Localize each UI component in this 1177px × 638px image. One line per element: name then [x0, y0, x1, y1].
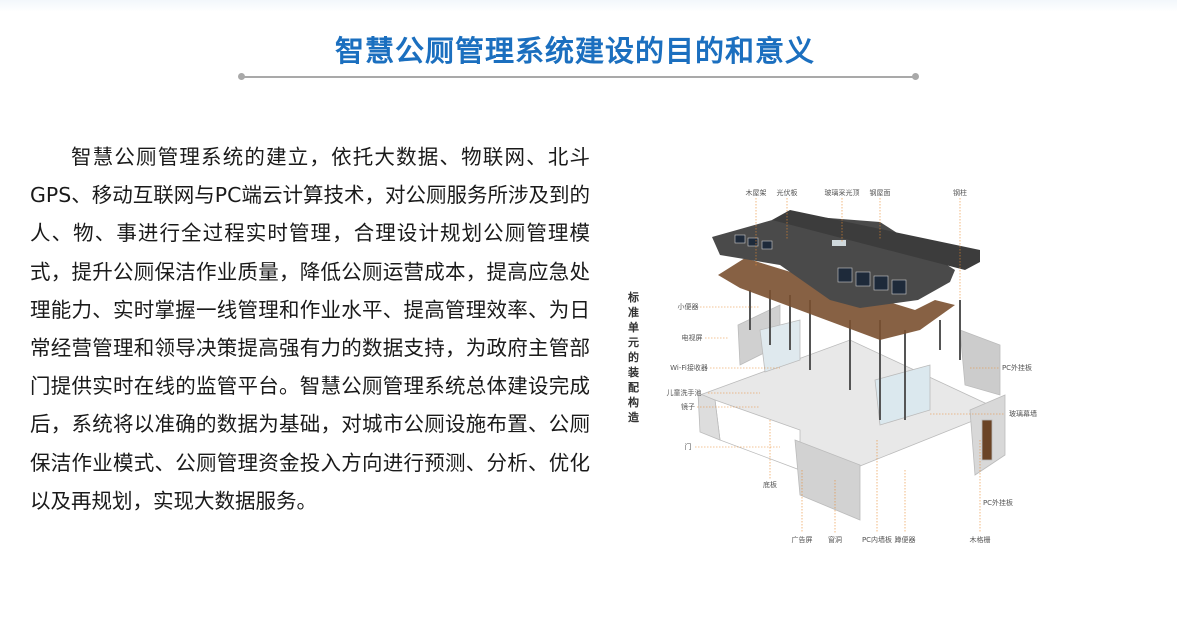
label-wood-truss: 木屋架: [745, 189, 767, 197]
floor-structure: [697, 304, 1006, 521]
label-floor: 底板: [763, 481, 777, 489]
label-glass-curtain: 玻璃幕墙: [1009, 410, 1037, 418]
label-steel-roof: 钢屋面: [869, 189, 891, 197]
roof: [712, 210, 980, 308]
label-door: 门: [684, 443, 692, 451]
title-divider: [240, 76, 916, 78]
label-window: 窗洞: [828, 536, 842, 544]
label-squat-toilet: 蹲便器: [894, 536, 916, 544]
leader-lines: [695, 198, 1005, 533]
label-steel-column: 钢柱: [953, 189, 967, 197]
toilet-assembly-diagram: [695, 198, 1006, 533]
label-glass-skylight: 玻璃采光顶: [824, 189, 860, 197]
top-band: [0, 0, 1177, 12]
label-wood-grille: 木格栅: [969, 536, 991, 544]
label-pv-panel: 光伏板: [776, 189, 798, 197]
diagram-vertical-title: 标准单元的装配构造: [628, 291, 639, 424]
label-pc-inner-wall: PC内墙板: [861, 536, 893, 544]
label-urinal: 小便器: [677, 303, 699, 311]
divider-dot-right: [912, 73, 919, 80]
body-text: 智慧公厕管理系统的建立，依托大数据、物联网、北斗GPS、移动互联网与PC端云计算…: [30, 138, 590, 520]
label-pc-panel-bottom: PC外挂板: [982, 499, 1014, 507]
label-mirror: 镜子: [681, 403, 695, 411]
label-ad-screen: 广告屏: [791, 536, 813, 544]
body-paragraph: 智慧公厕管理系统的建立，依托大数据、物联网、北斗GPS、移动互联网与PC端云计算…: [30, 145, 590, 513]
page-title: 智慧公厕管理系统建设的目的和意义: [334, 34, 815, 68]
label-child-sink: 儿童洗手池: [666, 389, 702, 397]
label-pc-panel-right: PC外挂板: [1001, 364, 1033, 372]
label-tv-screen: 电视屏: [681, 334, 703, 342]
label-wifi: Wi-Fi接收器: [670, 364, 708, 372]
